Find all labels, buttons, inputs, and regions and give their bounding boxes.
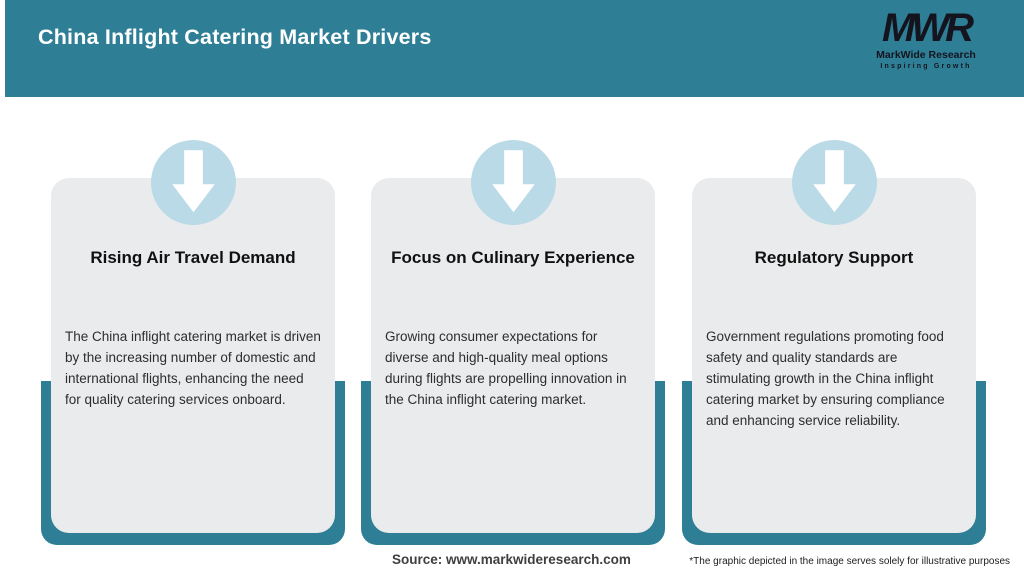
card-description: The China inflight catering market is dr…	[65, 329, 321, 407]
down-arrow-icon	[792, 140, 877, 225]
card-title: Rising Air Travel Demand	[90, 248, 296, 267]
down-arrow-icon	[151, 140, 236, 225]
down-arrow-icon	[471, 140, 556, 225]
card-title: Regulatory Support	[754, 248, 914, 267]
card-title: Focus on Culinary Experience	[391, 248, 635, 267]
disclaimer-text: *The graphic depicted in the image serve…	[689, 556, 1010, 567]
driver-card-focus-on-culinary-experience: Focus on Culinary Experience Growing con…	[371, 178, 655, 533]
source-text: Source: www.markwideresearch.com	[392, 552, 631, 567]
markwide-research-logo: MWR MarkWide Research Inspiring Growth	[856, 8, 996, 70]
page-title: China Inflight Catering Market Drivers	[38, 25, 432, 49]
driver-card-rising-air-travel-demand: Rising Air Travel Demand The China infli…	[51, 178, 335, 533]
logo-tagline: Inspiring Growth	[880, 62, 972, 70]
card-description: Growing consumer expectations for divers…	[385, 329, 627, 407]
logo-acronym: MWR	[882, 6, 974, 50]
header-bar: China Inflight Catering Market Drivers M…	[5, 0, 1024, 97]
logo-name: MarkWide Research	[876, 49, 976, 61]
driver-card-regulatory-support: Regulatory Support Government regulation…	[692, 178, 976, 533]
card-description: Government regulations promoting food sa…	[706, 329, 945, 428]
